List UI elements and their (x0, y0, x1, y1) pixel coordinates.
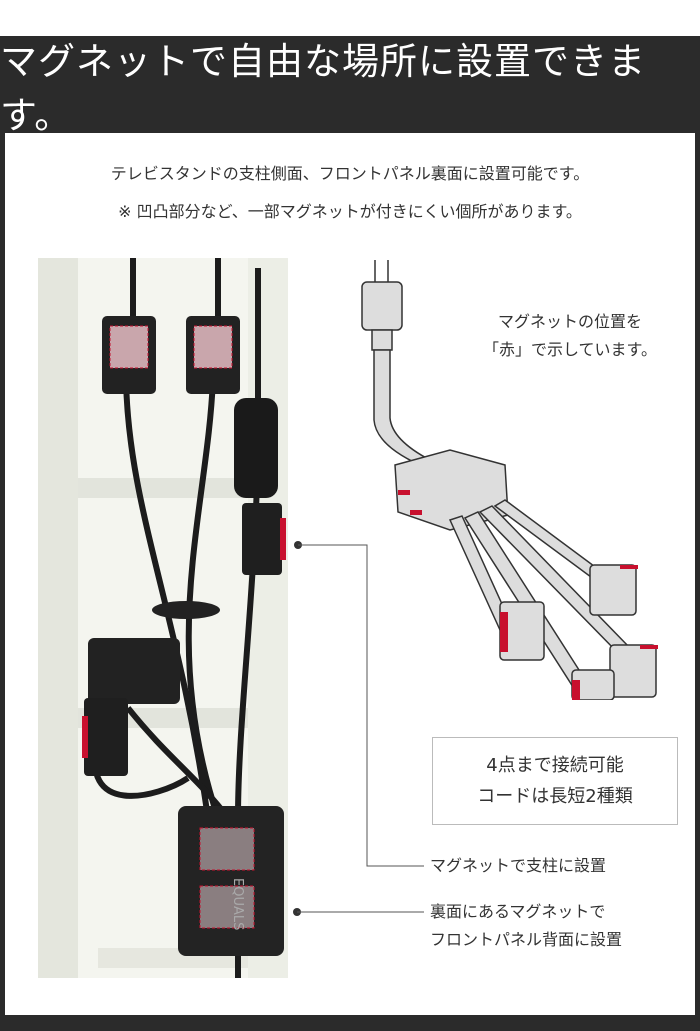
callout-line-1 (298, 544, 424, 867)
callout-panel-mount: 裏面にあるマグネットで フロントパネル背面に設置 (430, 898, 622, 954)
spec-box: 4点まで接続可能 コードは長短2種類 (432, 737, 678, 825)
magnet-note: マグネットの位置を 「赤」で示しています。 (470, 308, 670, 364)
callout-column-mount: マグネットで支柱に設置 (430, 852, 606, 880)
page-title: マグネットで自由な場所に設置できます。 (0, 39, 646, 137)
magnet-note-line-1: マグネットの位置を (497, 312, 642, 331)
intro-line-2: ※ 凹凸部分など、一部マグネットが付きにくい個所があります。 (118, 202, 582, 221)
spec-line-2: コードは長短2種類 (477, 786, 633, 807)
spec-line-1: 4点まで接続可能 (486, 755, 624, 776)
intro-line-1: テレビスタンドの支柱側面、フロントパネル裏面に設置可能です。 (110, 164, 590, 183)
callout-1-text: マグネットで支柱に設置 (430, 856, 607, 875)
brand-logo: EQUALS (230, 878, 245, 930)
callout-2-line-2: フロントパネル背面に設置 (430, 930, 623, 949)
product-photo: EQUALS (38, 258, 288, 978)
power-tap-illustration (361, 260, 658, 700)
callout-2-line-1: 裏面にあるマグネットで (430, 902, 606, 921)
magnet-note-line-2: 「赤」で示しています。 (483, 340, 657, 359)
